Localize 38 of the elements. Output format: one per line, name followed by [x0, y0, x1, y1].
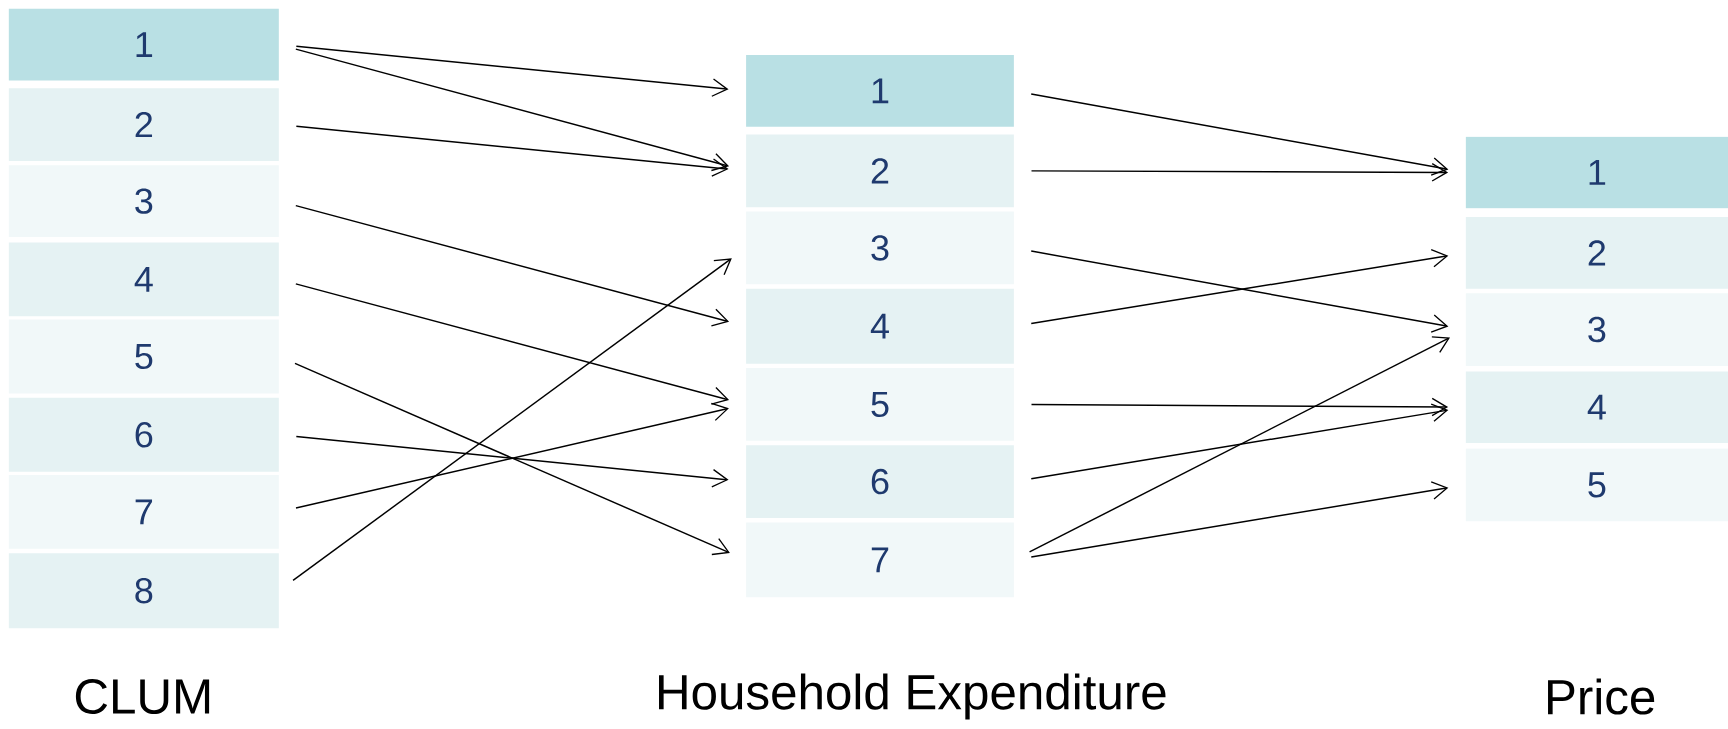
- row-box: 5: [746, 368, 1014, 441]
- arrow: [295, 125, 729, 177]
- arrow: [294, 362, 730, 556]
- row-box: 3: [746, 211, 1014, 285]
- row-box: 2: [8, 88, 279, 161]
- arrow: [1028, 336, 1451, 553]
- row-box: 6: [746, 445, 1014, 518]
- arrow: [295, 204, 730, 327]
- row-box: 2: [746, 134, 1014, 208]
- row-box: 8: [8, 553, 279, 629]
- column-title: CLUM: [75, 679, 210, 714]
- arrow: [1030, 93, 1449, 176]
- row-box: 2: [1465, 217, 1728, 289]
- row-box: 5: [1465, 448, 1728, 522]
- row-box: 7: [746, 522, 1014, 598]
- arrow: [1030, 481, 1449, 558]
- arrow: [295, 45, 729, 97]
- column-title: Price: [1548, 678, 1655, 715]
- arrow: [295, 402, 729, 509]
- row-box: 5: [8, 319, 279, 394]
- arrow: [295, 283, 730, 405]
- arrow: [1030, 397, 1449, 417]
- row-box: 1: [746, 55, 1014, 127]
- arrow: [292, 258, 732, 582]
- row-box: 7: [8, 475, 279, 549]
- row-box: 4: [8, 242, 279, 317]
- column-title: Household Expenditure: [659, 673, 1166, 720]
- row-box: 4: [1465, 371, 1728, 443]
- row-box: 1: [1465, 136, 1728, 209]
- row-box: 4: [746, 288, 1014, 364]
- arrow: [1030, 403, 1449, 480]
- arrow: [295, 435, 729, 488]
- arrow: [295, 48, 730, 172]
- arrow: [1030, 163, 1449, 182]
- row-box: 6: [8, 397, 279, 472]
- row-box: 3: [1465, 293, 1728, 366]
- row-box: 3: [8, 165, 279, 237]
- row-box: 1: [8, 8, 279, 81]
